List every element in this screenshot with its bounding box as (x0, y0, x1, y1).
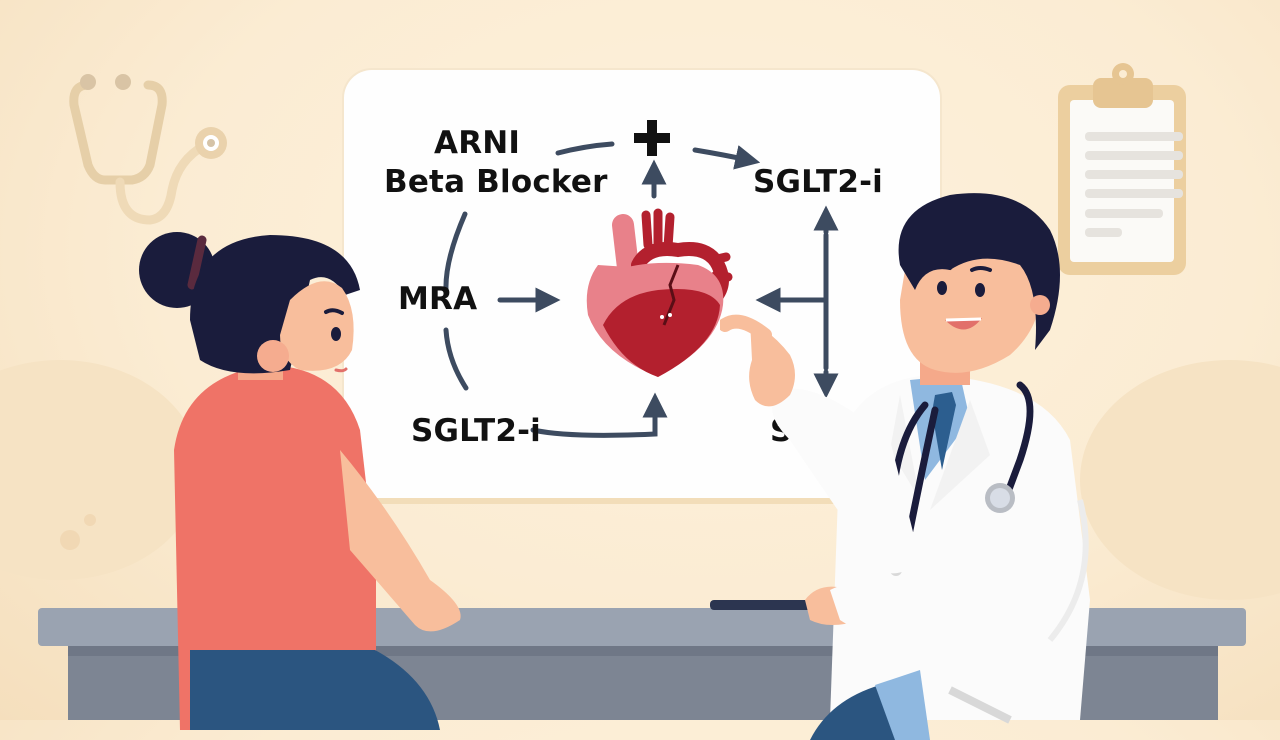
label-beta-blocker: Beta Blocker (384, 164, 608, 200)
heart-icon (586, 208, 733, 377)
clipboard-icon (1058, 63, 1186, 275)
doctor (720, 193, 1090, 740)
label-arni: ARNI (434, 125, 521, 161)
patient (139, 232, 461, 730)
scene: ARNI Beta Blocker SGLT2-i MRA SGLT2-i SG… (0, 63, 1280, 740)
diagram-arrows (443, 141, 839, 438)
background-shapes (0, 360, 1280, 600)
label-sglt2i-bottom-left: SGLT2-i (411, 413, 542, 449)
stethoscope-icon (69, 74, 227, 225)
label-mra: MRA (398, 281, 478, 317)
plus-icon (634, 120, 670, 156)
label-sglt2i-top-right: SGLT2-i (753, 164, 884, 200)
